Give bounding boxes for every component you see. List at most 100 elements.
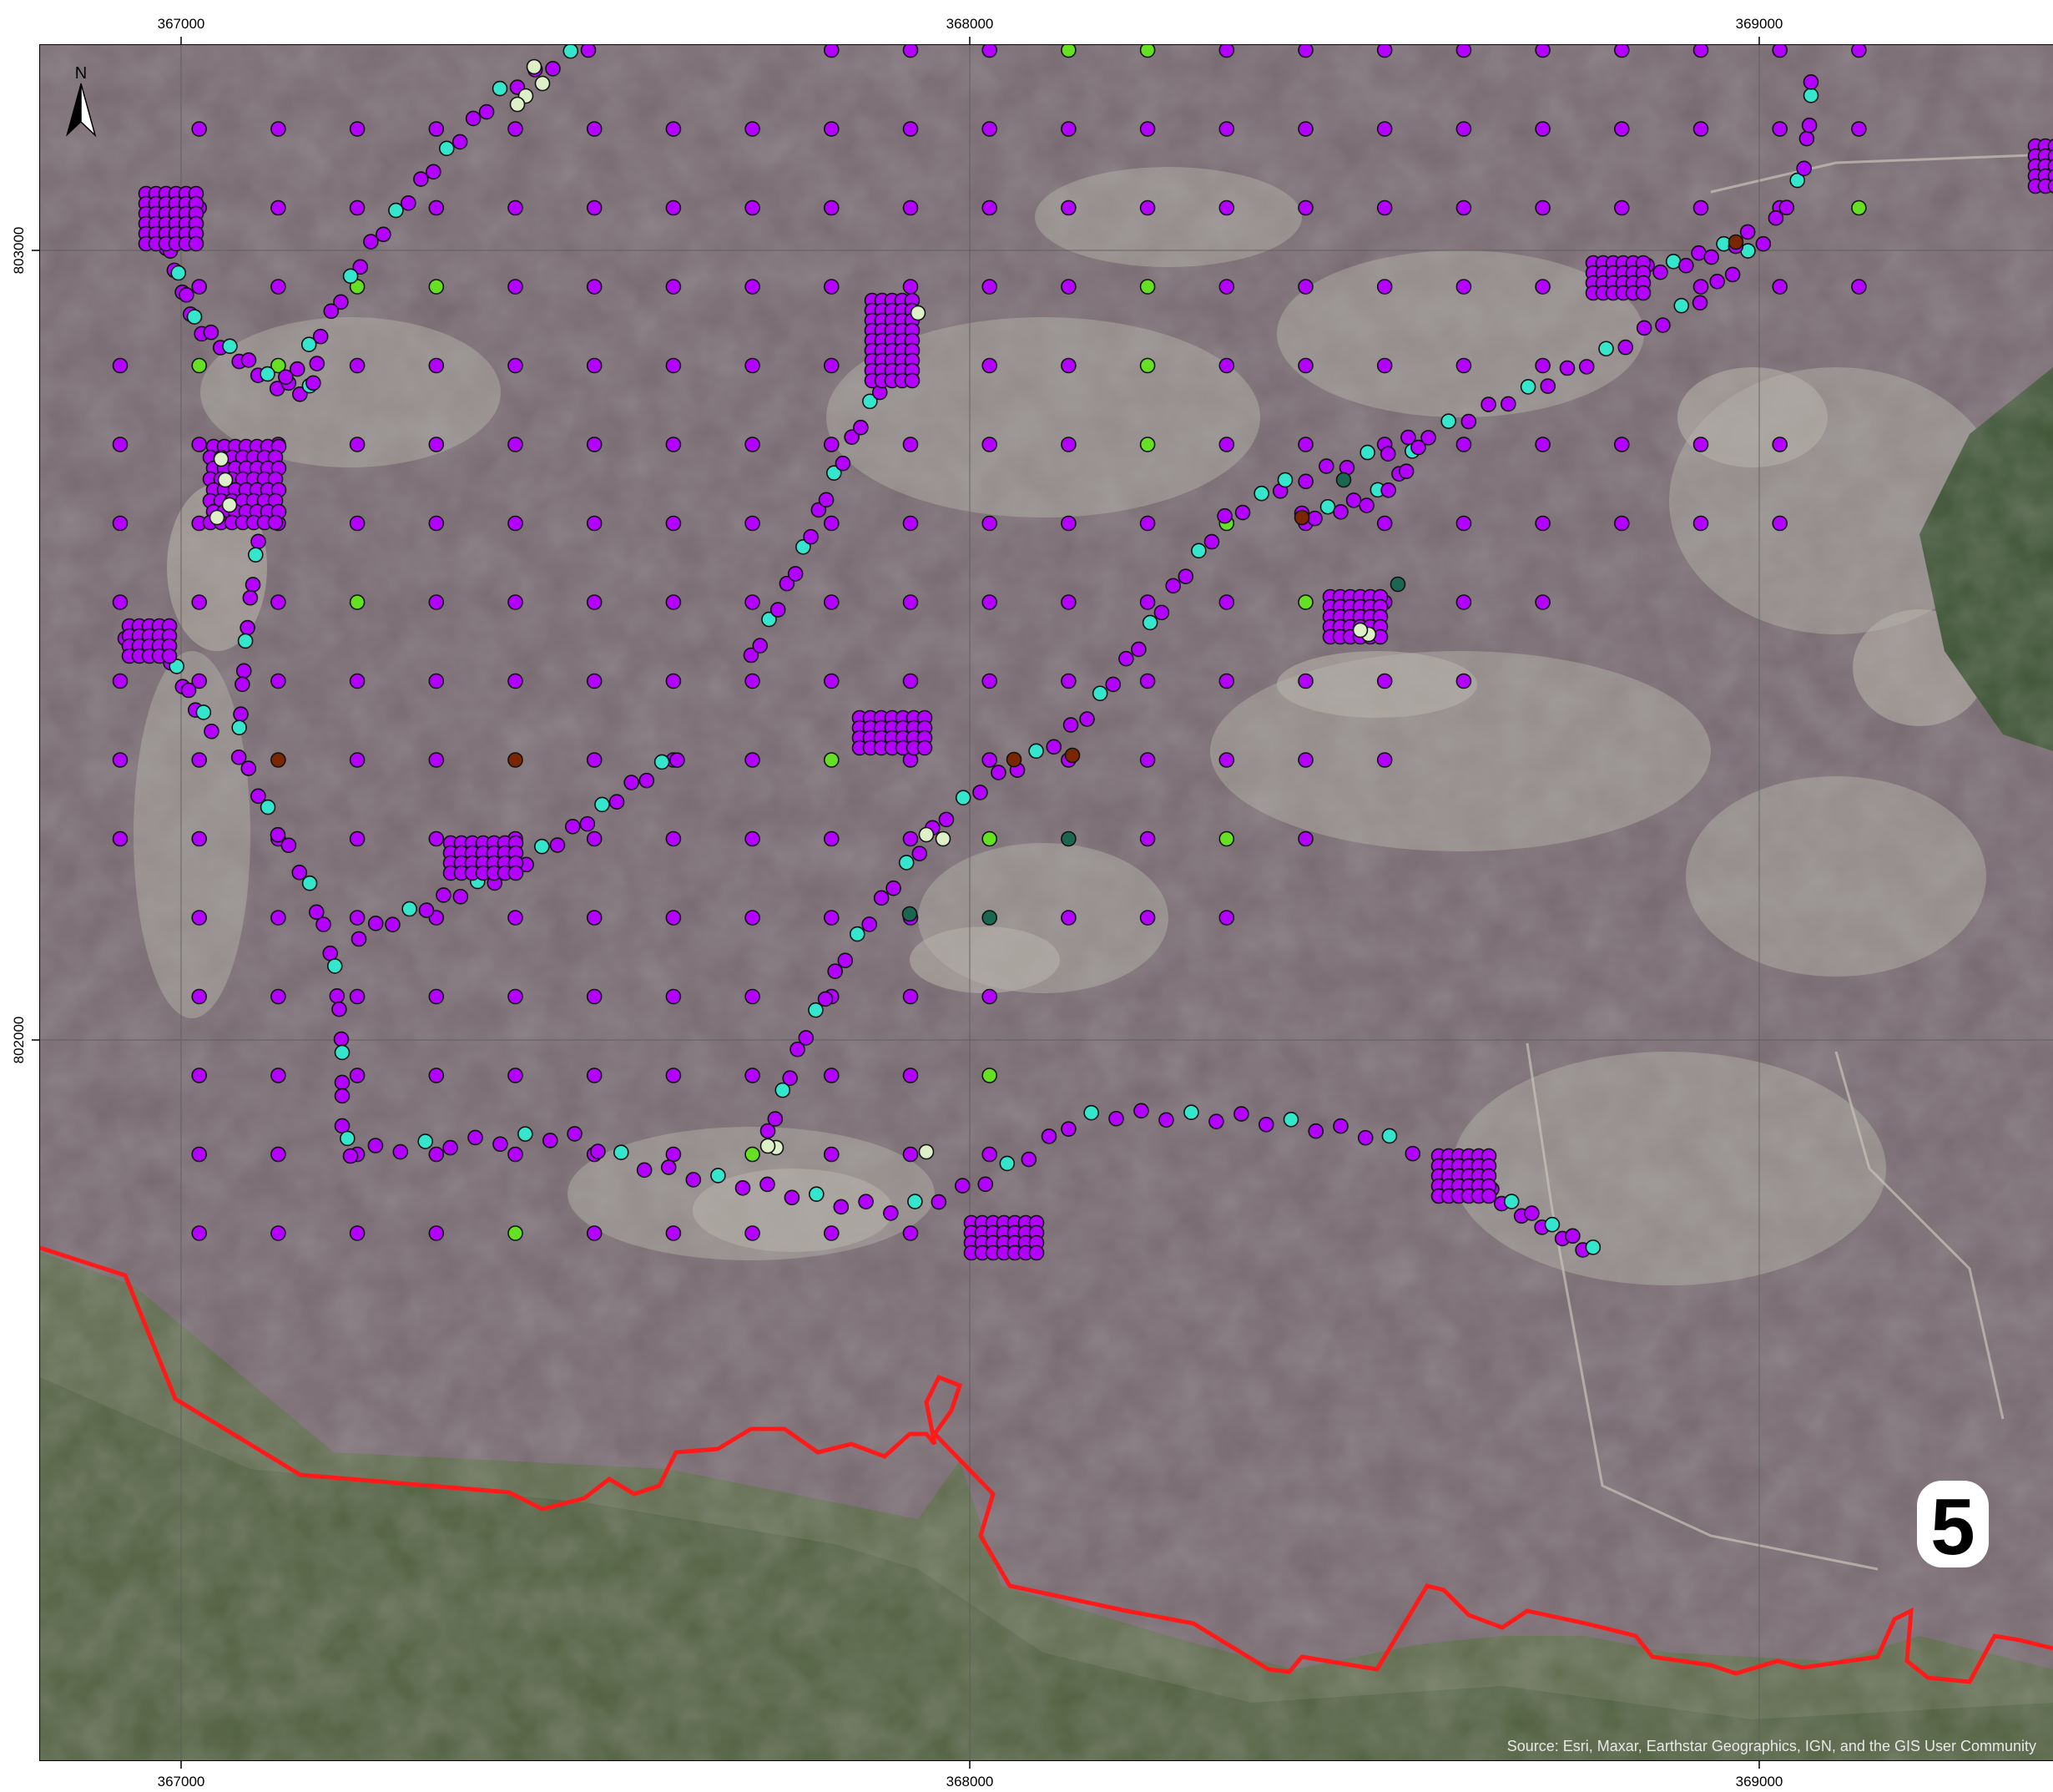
survey-point — [1455, 279, 1472, 295]
survey-point — [250, 788, 266, 805]
survey-point — [636, 1162, 653, 1179]
survey-point — [191, 357, 207, 374]
survey-point — [161, 648, 178, 664]
survey-point — [665, 515, 682, 532]
survey-point — [1535, 199, 1551, 216]
survey-point — [1376, 45, 1393, 58]
survey-point — [308, 904, 325, 921]
survey-point — [1851, 121, 1867, 137]
survey-point — [1139, 910, 1156, 926]
survey-point — [1455, 515, 1472, 532]
survey-point — [1614, 45, 1630, 58]
survey-point — [545, 60, 561, 77]
survey-point — [349, 830, 366, 847]
survey-point — [1218, 279, 1235, 295]
survey-point — [665, 910, 682, 926]
survey-point — [291, 865, 308, 881]
x-tick-top-1: 367000 — [158, 16, 205, 32]
survey-point — [428, 594, 445, 610]
survey-point — [334, 1074, 351, 1091]
survey-point — [1535, 437, 1551, 452]
survey-point — [744, 515, 760, 532]
survey-point — [1359, 497, 1375, 513]
survey-point — [744, 594, 760, 610]
survey-point — [270, 121, 286, 137]
survey-point — [213, 451, 230, 467]
survey-point — [1381, 1128, 1398, 1144]
survey-point — [323, 303, 340, 320]
survey-point — [270, 279, 286, 295]
survey-point — [981, 1146, 997, 1163]
survey-point — [977, 1176, 994, 1193]
survey-point — [586, 830, 603, 847]
survey-point — [803, 528, 819, 545]
survey-point — [1092, 685, 1108, 702]
survey-point — [981, 199, 997, 216]
survey-point — [823, 594, 840, 610]
survey-point — [795, 538, 811, 555]
survey-point — [767, 1111, 784, 1127]
survey-point — [1851, 199, 1867, 216]
survey-point — [1455, 199, 1472, 216]
survey-point — [1139, 673, 1156, 689]
survey-point — [191, 1068, 207, 1083]
survey-point — [608, 794, 625, 810]
survey-point — [835, 455, 851, 472]
survey-point — [270, 673, 286, 689]
survey-point — [428, 752, 445, 768]
survey-point — [235, 663, 252, 679]
survey-point — [507, 673, 523, 689]
survey-point — [907, 1194, 923, 1209]
survey-point — [1535, 45, 1551, 58]
survey-point — [1503, 1194, 1520, 1209]
survey-point — [1319, 498, 1336, 515]
survey-point — [401, 195, 416, 211]
survey-point — [564, 819, 581, 835]
survey-point — [862, 393, 878, 410]
survey-point — [744, 830, 760, 847]
survey-point — [902, 199, 919, 216]
survey-point — [292, 386, 308, 402]
survey-point — [1142, 614, 1158, 631]
survey-point — [507, 988, 523, 1005]
survey-point — [665, 673, 682, 689]
survey-point — [326, 958, 343, 974]
survey-point — [1041, 1128, 1057, 1144]
survey-point — [638, 772, 655, 789]
survey-point — [981, 752, 997, 768]
survey-point — [1598, 341, 1614, 357]
survey-point — [665, 199, 682, 216]
survey-point — [331, 1001, 347, 1017]
survey-point — [1709, 273, 1726, 290]
survey-point — [981, 830, 997, 847]
survey-point — [260, 799, 276, 815]
survey-point — [242, 589, 259, 606]
survey-point — [1455, 594, 1472, 610]
survey-point — [1218, 437, 1235, 452]
survey-point — [1253, 485, 1269, 502]
survey-point — [981, 357, 997, 374]
survey-point — [1578, 359, 1595, 375]
survey-point — [1535, 515, 1551, 532]
survey-point — [507, 199, 523, 216]
survey-point — [1218, 594, 1235, 610]
survey-point — [1851, 279, 1867, 295]
survey-point — [507, 910, 523, 926]
survey-point — [436, 887, 451, 903]
survey-point — [824, 45, 840, 58]
survey-point — [1559, 360, 1576, 376]
survey-point — [823, 673, 840, 689]
y-tick-1: 803000 — [11, 227, 27, 275]
survey-point — [428, 1068, 445, 1083]
survey-point — [1165, 578, 1182, 594]
survey-point — [665, 437, 682, 452]
survey-point — [1139, 830, 1156, 847]
survey-point — [1298, 830, 1314, 847]
survey-point — [823, 199, 840, 216]
north-arrow-icon: N — [66, 64, 97, 138]
survey-point — [774, 1082, 791, 1098]
survey-point — [1298, 357, 1314, 374]
survey-point — [1139, 45, 1156, 58]
survey-point — [1772, 121, 1788, 137]
survey-point — [1692, 45, 1709, 58]
